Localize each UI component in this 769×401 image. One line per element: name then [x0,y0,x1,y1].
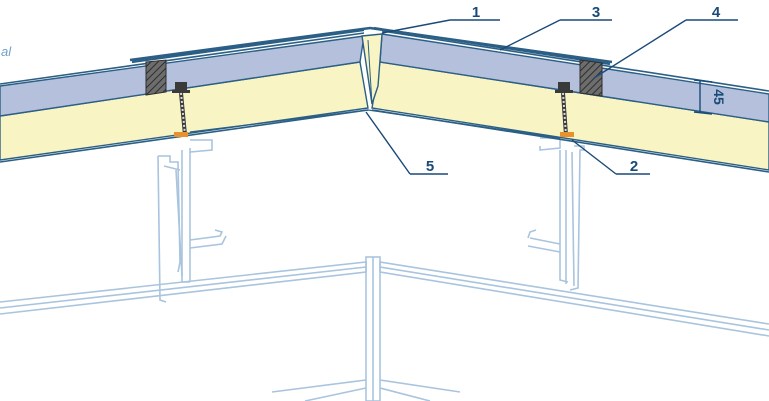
callout-1 [381,19,500,34]
self-drilling-screw-left [172,82,190,136]
callout-4-label: 4 [712,4,721,21]
callout-3 [499,19,612,51]
purlin-left [157,139,227,303]
callout-2 [571,139,650,175]
ridge-cap-flashing [129,26,613,64]
callout-1-label: 1 [472,4,480,21]
spacer-left [145,59,167,96]
thickness-dimension: 45 [693,79,727,115]
side-caption: al [1,44,12,59]
ridge-filler [361,33,383,105]
profiled-sheet-left [0,35,365,117]
spacer-right [579,59,603,97]
sealing-washer-right [560,132,574,137]
sealing-washer-left [174,132,188,137]
callout-5 [365,111,448,175]
self-drilling-screw-right [555,82,573,136]
roof-panel-left [0,28,369,163]
callout-5-label: 5 [426,158,434,175]
inner-ridge-flashing [189,109,561,139]
callout-4 [593,19,738,79]
callout-2-label: 2 [630,158,638,175]
callout-3-label: 3 [592,4,600,21]
dimension-label: 45 [711,89,727,105]
purlin-right [527,137,585,291]
roof-panel-right [371,26,769,173]
steel-frame [0,137,769,401]
